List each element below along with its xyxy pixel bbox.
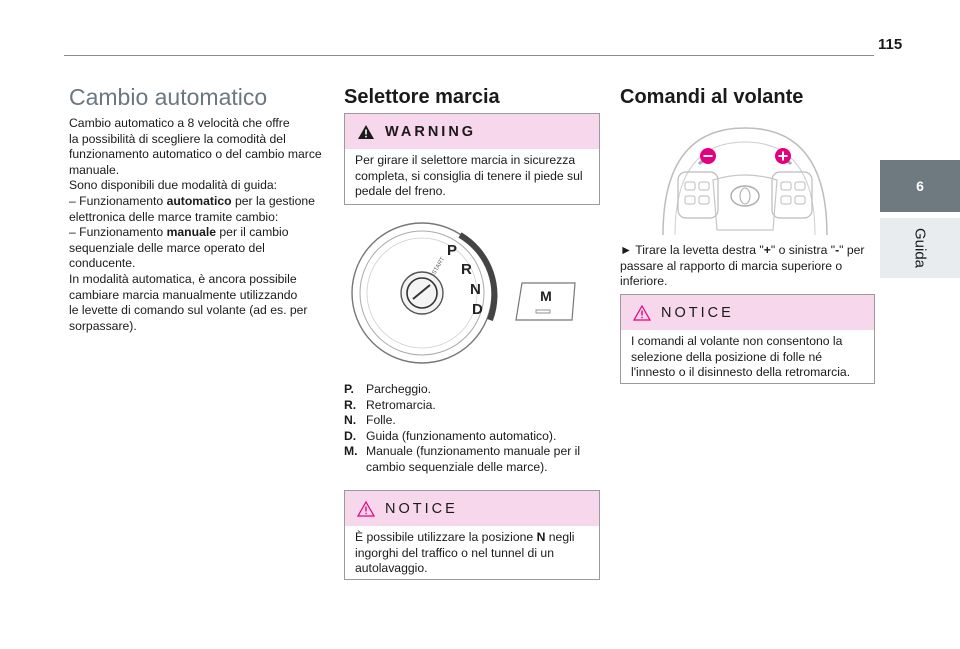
gear-key: D.: [344, 428, 357, 443]
intro-line: cambiare marcia manualmente utilizzando: [69, 287, 298, 302]
notice-text-steering: I comandi al volante non consentono la s…: [631, 334, 851, 380]
section-title-comandi: Comandi al volante: [620, 86, 804, 108]
section-title-cambio: Cambio automatico: [69, 84, 268, 110]
notice-text-part: È possibile utilizzare la posizione: [355, 530, 537, 544]
gear-list-item: P. Parcheggio.: [344, 382, 584, 398]
gear-list-item: D. Guida (funzionamento automatico).: [344, 429, 584, 445]
gear-key: M.: [344, 444, 358, 459]
intro-paragraph: Cambio automatico a 8 velocità che offre…: [69, 116, 324, 334]
instruction-part: " o sinistra ": [770, 243, 836, 257]
minus-symbol: -: [835, 243, 840, 257]
m-button-led: [535, 309, 551, 314]
gear-key: P.: [344, 382, 354, 396]
plus-symbol: +: [763, 243, 771, 257]
gear-key: N.: [344, 413, 357, 428]
gear-list-item: N. Folle.: [344, 413, 584, 429]
warning-text: Per girare il selettore marcia in sicure…: [355, 153, 583, 199]
gear-letter-d: D: [472, 301, 483, 318]
gear-selector-illustration: P R N D START M: [351, 222, 576, 364]
gear-list-item: R. Retromarcia.: [344, 398, 584, 414]
page-number: 115: [878, 36, 903, 53]
intro-line: – Funzionamento automatico per la gestio…: [69, 193, 315, 208]
gear-description: Guida (funzionamento automatico).: [366, 428, 557, 443]
header-rule: [64, 55, 874, 56]
gear-list-item: M. Manuale (funzionamento manuale per il …: [344, 444, 584, 475]
warning-box: WARNING Per girare il selettore marcia i…: [344, 113, 600, 205]
m-button-label: M: [540, 288, 552, 304]
intro-line: Sono disponibili due modalità di guida:: [69, 178, 278, 193]
notice-box-selector: NOTICE È possibile utilizzare la posizio…: [344, 490, 600, 580]
notice-triangle-icon: [633, 304, 651, 321]
notice-header: NOTICE: [345, 491, 599, 526]
intro-line: elettronica delle marce tramite cambio:: [69, 209, 279, 224]
gear-letter-n: N: [470, 281, 481, 298]
gear-list: P. Parcheggio. R. Retromarcia. N. Folle. D. Gui…: [344, 382, 584, 476]
intro-line: – Funzionamento manuale per il cambio: [69, 225, 289, 240]
intro-line: manuale.: [69, 162, 120, 177]
notice-text-part: negli ingorghi del traffico o nel tunnel…: [355, 530, 575, 576]
notice-heading: NOTICE: [385, 500, 458, 517]
notice-header: NOTICE: [621, 295, 874, 330]
warning-heading: WARNING: [385, 123, 477, 140]
gear-description: Retromarcia.: [366, 397, 436, 412]
intro-line: le levette di comando sul volante (ad es…: [69, 303, 308, 318]
intro-line: funzionamento automatico o del cambio ma…: [69, 147, 322, 162]
section-title-selettore: Selettore marcia: [344, 86, 500, 108]
chapter-label: Guida: [911, 227, 929, 269]
chapter-tab[interactable]: 6: [880, 160, 960, 212]
intro-line: conducente.: [69, 256, 136, 271]
paddle-instruction: ► Tirare la levetta destra "+" o sinistr…: [620, 243, 870, 290]
chapter-label-tab[interactable]: Guida: [880, 218, 960, 278]
instruction-part: ► Tirare la levetta destra ": [620, 243, 764, 257]
gear-description: Folle.: [366, 413, 396, 428]
intro-line: Cambio automatico a 8 velocità che offre: [69, 116, 290, 130]
notice-box-steering: NOTICE I comandi al volante non consento…: [620, 294, 875, 384]
instruction-part: " per passare al rapporto di marcia supe…: [620, 243, 865, 289]
gear-key: R.: [344, 397, 357, 412]
warning-triangle-icon: [358, 124, 374, 139]
steering-wheel-illustration: [662, 127, 828, 235]
notice-triangle-icon: [357, 500, 375, 517]
intro-line: In modalità automatica, è ancora possibi…: [69, 271, 297, 286]
notice-text-selector: È possibile utilizzare la posizione N ne…: [345, 526, 599, 587]
warning-header: WARNING: [345, 114, 599, 149]
gear-description: Manuale (funzionamento manuale per il ca…: [366, 444, 581, 474]
gear-letter-p: P: [447, 242, 457, 259]
notice-text-bold: N: [536, 530, 546, 544]
intro-line: la possibilità di scegliere la comodità …: [69, 131, 286, 146]
notice-heading: NOTICE: [661, 304, 734, 321]
gear-letter-r: R: [461, 261, 472, 278]
intro-line: sequenziale delle marce operato del: [69, 240, 265, 255]
intro-line: sorpassare).: [69, 318, 137, 333]
gear-description: Parcheggio.: [366, 382, 432, 396]
